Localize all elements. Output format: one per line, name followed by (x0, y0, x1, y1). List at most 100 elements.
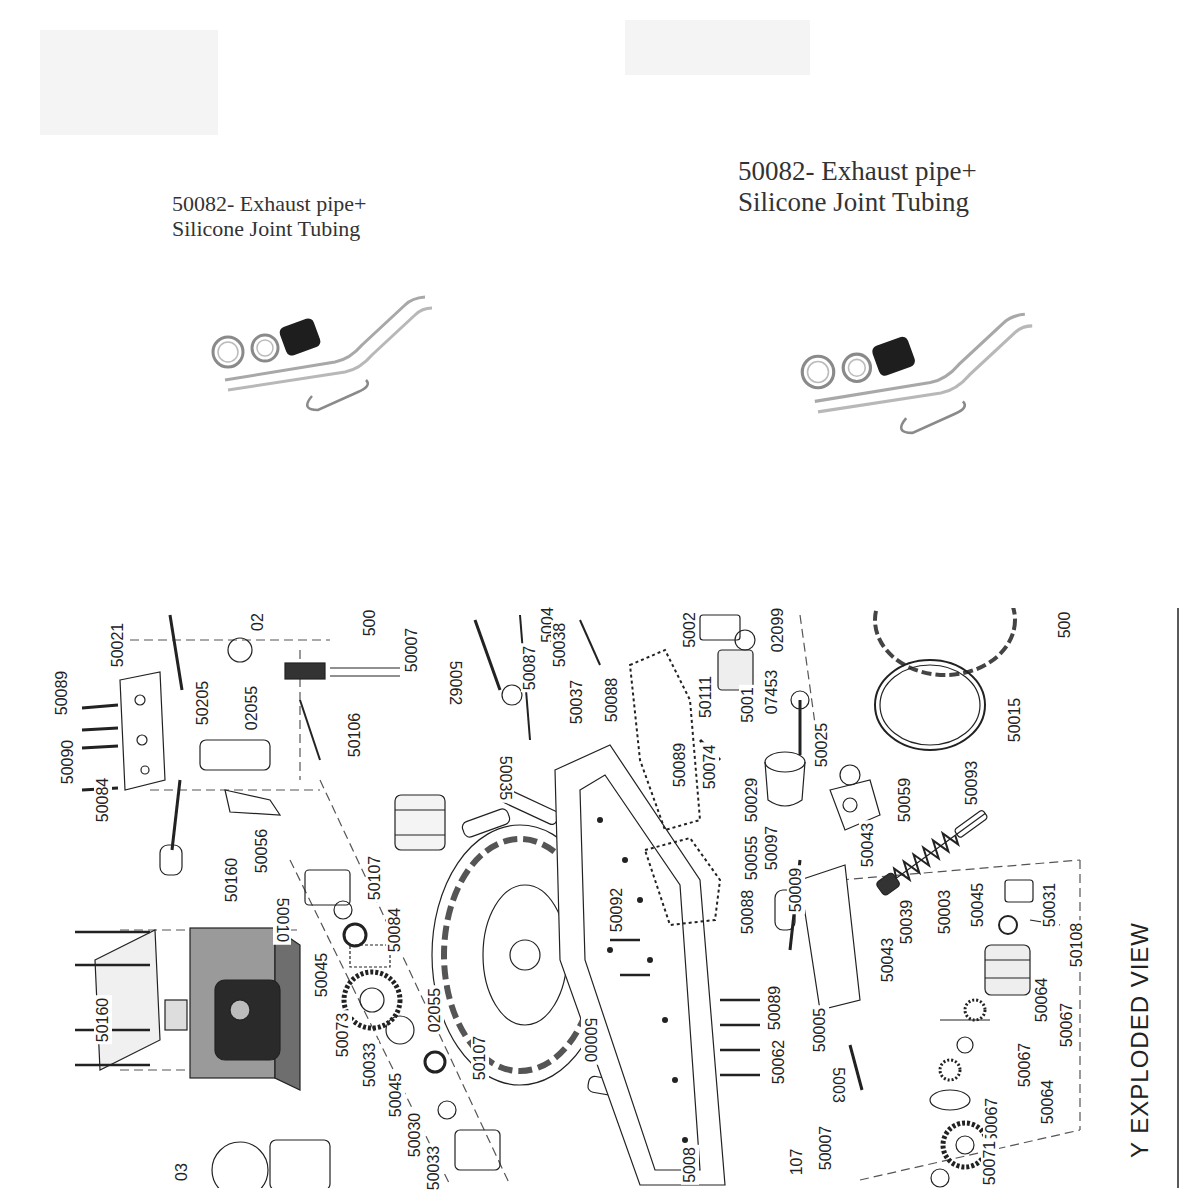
callout-number: 02055 (426, 986, 444, 1035)
exploded-view (305, 870, 350, 905)
exploded-view (95, 930, 160, 1070)
callout-number: 50045 (387, 1071, 405, 1120)
callout-number: 50092 (608, 886, 626, 935)
exploded-view (985, 959, 1030, 960)
exploded-view (228, 638, 252, 662)
exploded-view (620, 974, 650, 977)
exploded-view (141, 766, 149, 774)
exploded-view (718, 650, 753, 690)
assembly-line (320, 780, 510, 1185)
callout-number: 500 (361, 608, 379, 639)
assembly-line (130, 639, 330, 640)
callout-number: 50089 (53, 669, 71, 718)
callout-number: 50045 (313, 951, 331, 1000)
callout-number: 50160 (223, 856, 241, 905)
exploded-view (662, 1017, 668, 1023)
exploded-view (965, 1000, 985, 1020)
callout-number: 50064 (1039, 1078, 1057, 1127)
exploded-view (395, 795, 445, 850)
exploded-view (502, 685, 522, 705)
exploded-view (799, 700, 802, 755)
callout-number: 50107 (471, 1034, 489, 1083)
exploded-view (137, 735, 147, 745)
callout-number: 50015 (1006, 696, 1024, 745)
callout-number: 50064 (1033, 976, 1051, 1025)
callout-number: 50062 (446, 659, 464, 708)
exploded-view (672, 1077, 678, 1083)
callout-number: 5008 (681, 1145, 699, 1185)
assembly-line (1079, 860, 1080, 1130)
part-caption: 50082- Exhaust pipe+ Silicone Joint Tubi… (738, 156, 1038, 218)
callout-number: 50007 (817, 1124, 835, 1173)
exploded-view (956, 1136, 974, 1154)
callout-number: 50111 (697, 674, 715, 720)
exploded-view (622, 857, 628, 863)
exploded-view (637, 897, 643, 903)
exploded-view (720, 1024, 760, 1027)
assembly-line (290, 860, 450, 1185)
callout-number: 50088 (603, 676, 621, 725)
exploded-view (270, 1140, 330, 1188)
callout-number: 50067 (1058, 1001, 1076, 1050)
faded-block (625, 20, 810, 75)
exploded-view (875, 872, 901, 897)
exploded-view (475, 620, 500, 690)
frame-line (1177, 608, 1179, 1188)
callout-number: 02099 (769, 606, 787, 655)
callout-number: 03 (173, 1161, 191, 1183)
callout-number: 50009 (787, 866, 805, 915)
exploded-view (954, 810, 988, 839)
exploded-view (455, 1130, 500, 1170)
callout-number: 50043 (859, 821, 877, 870)
exploded-view (880, 665, 980, 745)
callout-number: 50031 (1041, 881, 1059, 930)
exploded-view (172, 780, 180, 850)
callout-number: 50030 (406, 1111, 424, 1160)
exploded-view (75, 932, 150, 1065)
callout-number: 50055 (743, 834, 761, 883)
callout-number: 50089 (766, 984, 784, 1033)
exploded-view (940, 1019, 990, 1020)
exploded-view (875, 608, 1015, 675)
callout-number: 50029 (743, 776, 761, 825)
exploded-view (82, 728, 118, 730)
view-title: Y EXPLODED VIEW (1126, 919, 1154, 1161)
exploded-view (165, 1000, 187, 1030)
callout-number: 50106 (346, 711, 364, 760)
exploded-view (330, 667, 400, 668)
exploded-view (985, 945, 1030, 995)
exploded-view (765, 762, 805, 806)
exploded-view (999, 916, 1017, 934)
exhaust-pipe-picture (802, 314, 1032, 433)
callout-number: 02 (249, 611, 267, 633)
callout-number: 50033 (425, 1144, 443, 1193)
exhaust-pipe-picture (213, 297, 432, 410)
callout-number: 07453 (763, 668, 781, 717)
exploded-view (597, 817, 603, 823)
exploded-view (580, 775, 700, 1170)
callout-number: 50059 (896, 776, 914, 825)
exploded-view (985, 977, 1030, 978)
exploded-view (360, 988, 384, 1012)
exploded-view (647, 957, 653, 963)
exploded-view (344, 924, 366, 946)
callout-number: 107 (788, 1147, 806, 1178)
callout-number: 50160 (94, 996, 112, 1045)
callout-number: 5001 (739, 685, 757, 725)
callout-number: 50045 (969, 881, 987, 930)
exploded-view (940, 1060, 960, 1080)
exploded-view (75, 608, 1080, 1188)
exploded-view (386, 1016, 414, 1044)
exploded-view (215, 980, 280, 1060)
assembly-line (860, 1130, 1080, 1180)
callout-number: 50037 (568, 678, 586, 727)
callout-number: 50007 (403, 626, 421, 675)
callout-number: 50089 (671, 741, 689, 790)
exploded-view (212, 1142, 268, 1188)
callout-number: 50205 (194, 679, 212, 728)
callout-number: 5002 (681, 610, 699, 650)
callout-number: 50038 (551, 621, 569, 670)
part-caption: 50082- Exhaust pipe+ Silicone Joint Tubi… (172, 191, 424, 242)
exploded-view (610, 940, 760, 1075)
